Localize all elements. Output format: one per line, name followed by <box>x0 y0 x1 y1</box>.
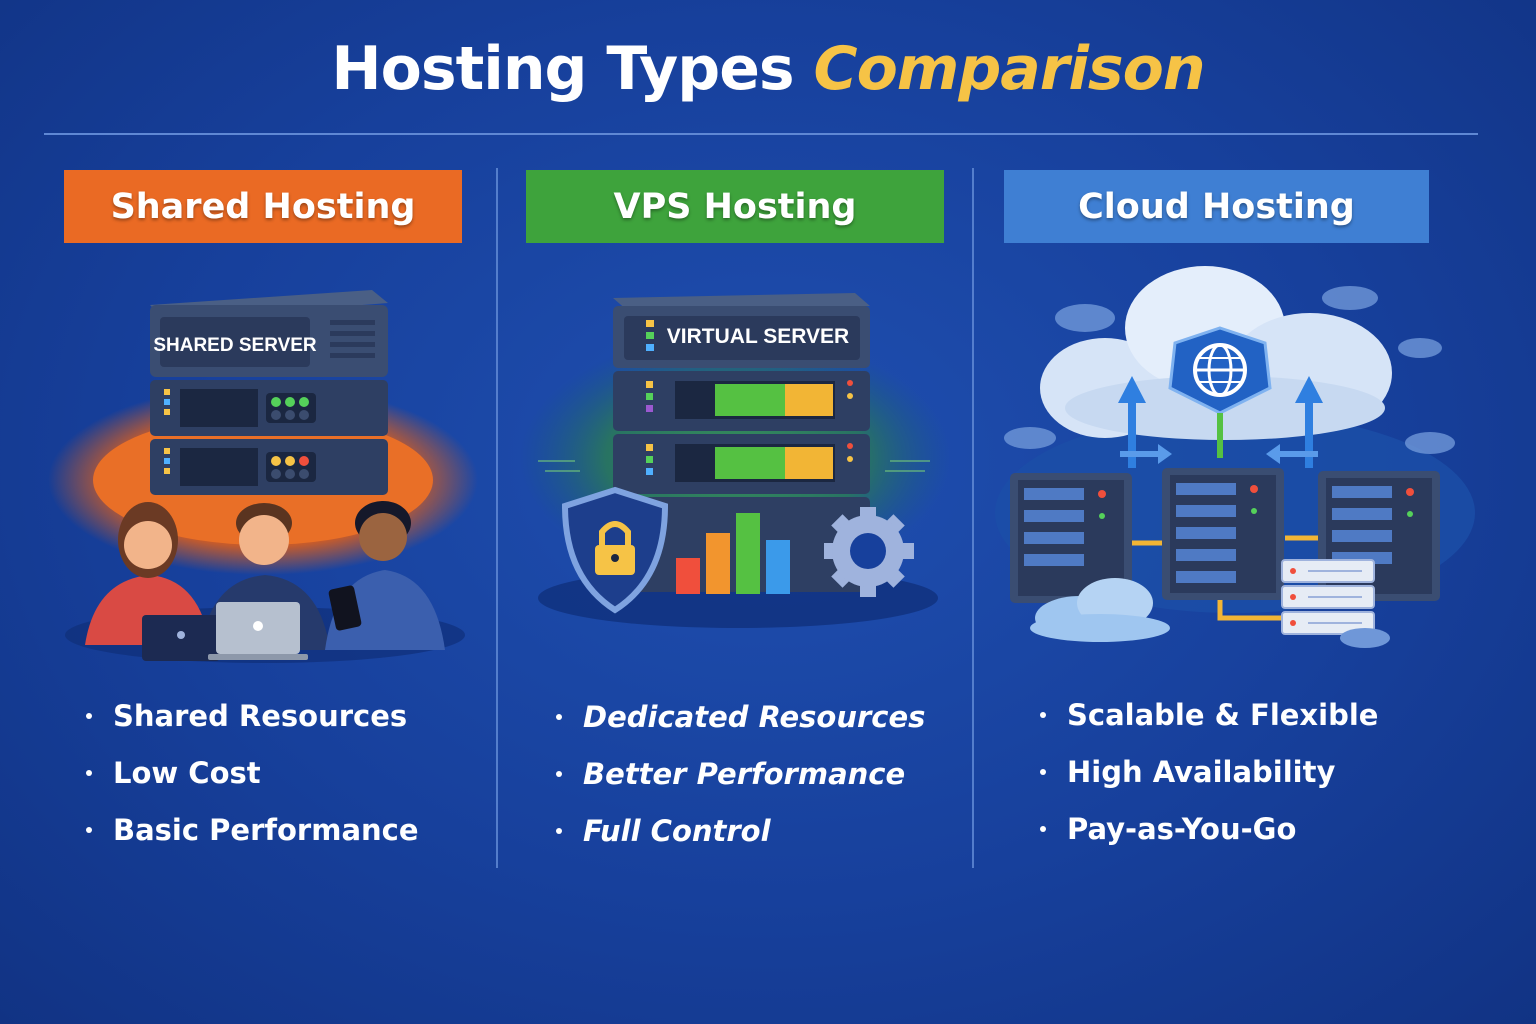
feature-item: Basic Performance <box>86 812 419 869</box>
virtual-server-icon: VIRTUAL SERVER <box>613 293 870 592</box>
globe-icon <box>1168 326 1272 458</box>
feature-item: Dedicated Resources <box>556 699 925 756</box>
feature-item: Full Control <box>556 813 925 870</box>
shared-hosting-header-label: Shared Hosting <box>110 186 416 227</box>
title-accent: Comparison <box>813 34 1206 104</box>
server-rack-icon <box>1010 468 1440 648</box>
column-divider-2 <box>972 168 974 868</box>
gear-icon <box>824 507 914 597</box>
phone-icon <box>328 585 362 631</box>
bar-chart-icon <box>676 513 790 594</box>
virtual-server-label: VIRTUAL SERVER <box>667 325 849 348</box>
cloud-hosting-header-label: Cloud Hosting <box>1078 186 1355 227</box>
shared-server-icon: SHARED SERVER <box>150 290 388 495</box>
shared-hosting-header: Shared Hosting <box>64 170 462 243</box>
lock-shield-icon <box>561 486 669 614</box>
shared-server-label: SHARED SERVER <box>153 335 317 356</box>
feature-item: Low Cost <box>86 755 419 812</box>
vps-hosting-header: VPS Hosting <box>526 170 944 243</box>
arrow-icon <box>1118 376 1323 468</box>
shared-hosting-features: Shared Resources Low Cost Basic Performa… <box>86 698 419 869</box>
cloud-hosting-features: Scalable & Flexible High Availability Pa… <box>1040 697 1378 868</box>
column-divider-1 <box>496 168 498 868</box>
page-title: Hosting Types Comparison <box>0 34 1536 104</box>
feature-item: Better Performance <box>556 756 925 813</box>
feature-item: Pay-as-You-Go <box>1040 811 1378 868</box>
title-main: Hosting Types <box>331 34 794 104</box>
feature-item: High Availability <box>1040 754 1378 811</box>
feature-item: Shared Resources <box>86 698 419 755</box>
vps-hosting-features: Dedicated Resources Better Performance F… <box>556 699 925 870</box>
laptop-icon <box>142 602 308 661</box>
cloud-hosting-header: Cloud Hosting <box>1004 170 1429 243</box>
vps-hosting-header-label: VPS Hosting <box>613 186 857 227</box>
cloud-hosting-illustration <box>995 266 1475 648</box>
shared-hosting-illustration: SHARED SERVER <box>48 290 478 663</box>
feature-item: Scalable & Flexible <box>1040 697 1378 754</box>
title-divider <box>44 133 1478 135</box>
vps-hosting-illustration: VIRTUAL SERVER <box>520 293 950 628</box>
